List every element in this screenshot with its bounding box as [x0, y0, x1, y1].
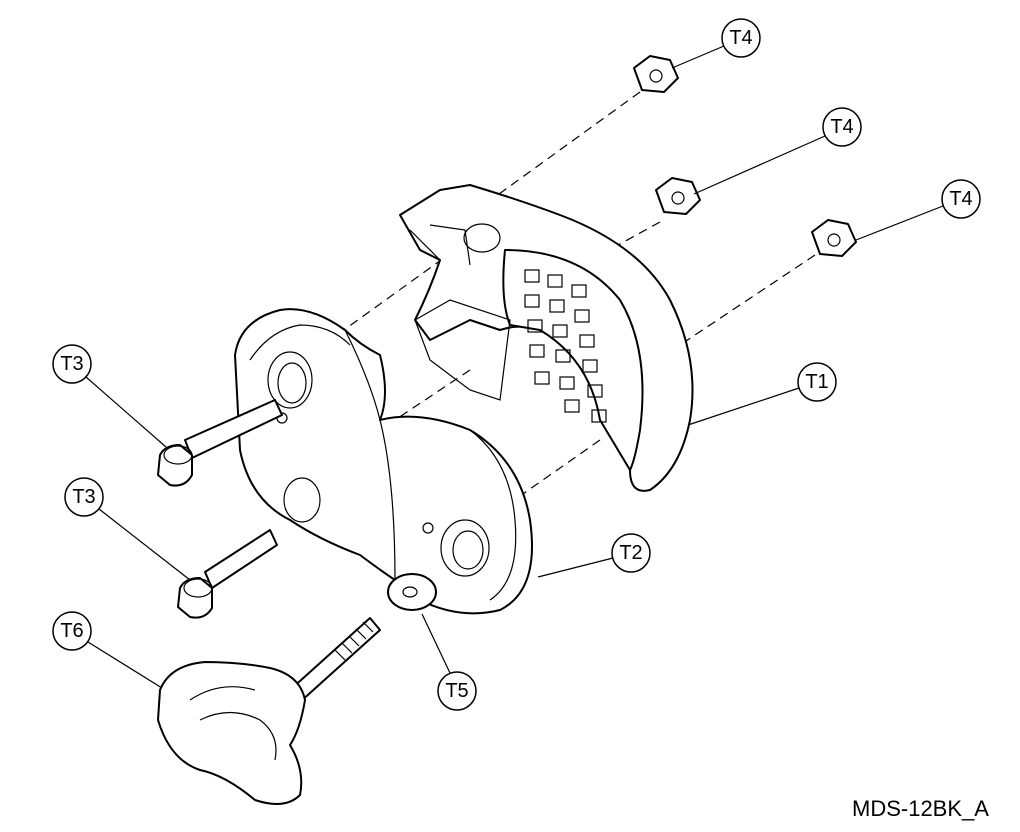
callout-label: T3 — [60, 353, 83, 375]
callout-t3-lower: T3 — [64, 477, 191, 581]
callout-label: T6 — [60, 620, 83, 642]
callout-t4-top: T4 — [671, 18, 761, 69]
pin-bolt-upper — [157, 399, 283, 487]
rear-clamp-body — [234, 308, 533, 615]
callout-t4-middle: T4 — [693, 107, 862, 195]
callout-t6: T6 — [52, 611, 163, 689]
callout-t5: T5 — [421, 613, 477, 711]
callout-label: T4 — [949, 188, 972, 210]
callout-label: T2 — [619, 542, 642, 564]
callout-label: T4 — [729, 27, 752, 49]
callout-label: T4 — [830, 116, 853, 138]
washer — [387, 573, 437, 611]
hex-nut-right — [811, 219, 857, 257]
callout-t2: T2 — [537, 533, 651, 578]
callout-t4-right: T4 — [855, 179, 981, 241]
callout-label: T5 — [445, 680, 468, 702]
callout-label: T1 — [805, 371, 828, 393]
front-clamp-jaw — [399, 184, 694, 492]
callout-t1: T1 — [687, 362, 837, 426]
drawing-code: MDS-12BK_A — [852, 796, 989, 821]
knob-screw — [157, 617, 381, 805]
callout-t3-upper: T3 — [52, 344, 167, 448]
hex-nut-middle — [655, 177, 701, 215]
callout-label: T3 — [72, 486, 95, 508]
pin-bolt-lower — [177, 529, 278, 619]
hex-nut-top — [633, 55, 679, 93]
